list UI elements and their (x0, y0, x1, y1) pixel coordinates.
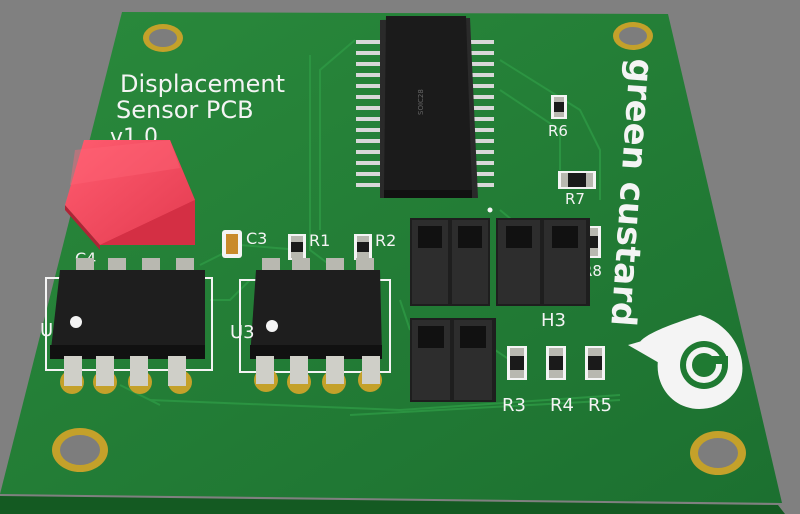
resistor-r2 (354, 234, 372, 260)
mounting-hole-bl (52, 428, 108, 472)
label-r3: R3 (502, 395, 526, 416)
label-u-left: U (40, 320, 53, 341)
header-h3 (496, 218, 590, 306)
label-u3: U3 (230, 322, 255, 343)
resistor-r4 (546, 346, 566, 380)
board-title-line2: Sensor PCB (116, 96, 254, 124)
dip-ic-left (45, 258, 213, 394)
ic-soic28: SOIC28 (356, 16, 494, 213)
logo-mark (628, 315, 743, 409)
capacitor-c4 (65, 140, 195, 250)
header-left-bottom (410, 318, 496, 402)
label-c3: C3 (246, 229, 267, 248)
chip-marking: SOIC28 (417, 89, 425, 115)
resistor-r7 (558, 171, 596, 189)
resistor-r1 (288, 234, 306, 260)
capacitor-c3 (222, 230, 242, 258)
label-r2: R2 (375, 231, 396, 250)
label-r7: R7 (565, 190, 585, 208)
pcb-board-edge (0, 496, 785, 514)
label-r1: R1 (309, 231, 330, 250)
mounting-hole-br (690, 431, 746, 475)
pcb-board (0, 12, 782, 503)
board-title-line1: Displacement (120, 70, 285, 98)
resistor-r6 (551, 95, 567, 119)
mounting-hole-tl (143, 24, 183, 52)
label-r6: R6 (548, 122, 568, 140)
label-h3: H3 (541, 310, 566, 331)
label-r4: R4 (550, 395, 574, 416)
dip-ic-u3 (239, 258, 391, 394)
mounting-hole-tr (613, 22, 653, 50)
resistor-r5 (585, 346, 605, 380)
resistor-r3 (507, 346, 527, 380)
header-left-top (410, 218, 490, 306)
ic-soic28-pins (356, 40, 494, 187)
label-r5: R5 (588, 395, 612, 416)
